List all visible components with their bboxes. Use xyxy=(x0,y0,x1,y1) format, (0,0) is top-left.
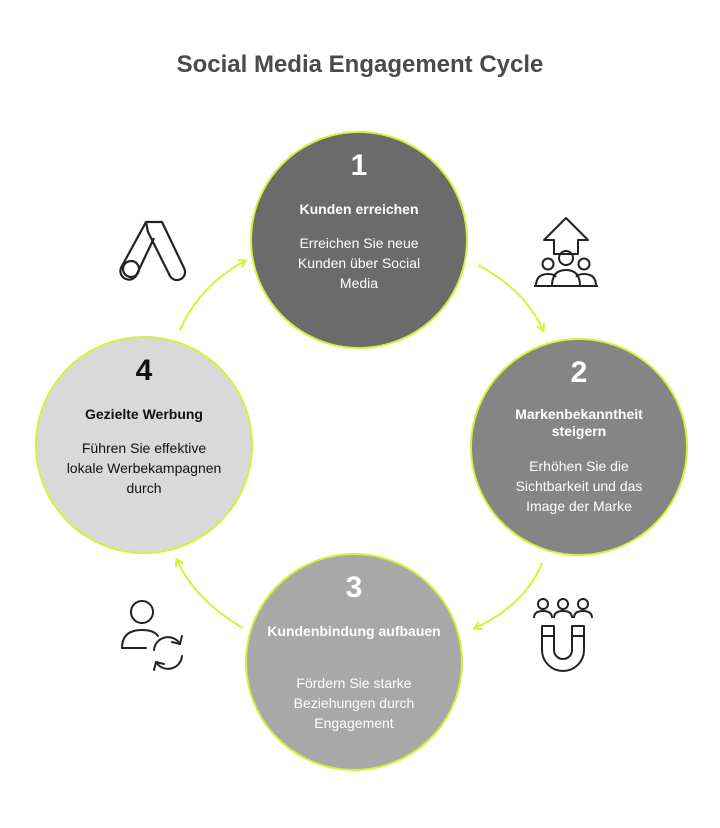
user-sync-icon xyxy=(121,600,183,671)
cycle-node-4: 4 Gezielte Werbung Führen Sie effektive … xyxy=(35,336,253,554)
node-heading: Kundenbindung aufbauen xyxy=(267,623,441,639)
arrow-2-to-3 xyxy=(475,562,543,628)
ads-logo-icon xyxy=(119,220,187,282)
diagram-title: Social Media Engagement Cycle xyxy=(176,51,544,78)
node-number: 3 xyxy=(345,571,363,604)
arrow-1-to-2 xyxy=(477,264,543,330)
arrow-4-to-1 xyxy=(179,261,245,331)
node-number: 4 xyxy=(135,354,153,387)
node-heading: Gezielte Werbung xyxy=(85,406,203,422)
cycle-node-2: 2 Markenbekanntheit steigern Erhöhen Sie… xyxy=(470,338,688,556)
magnet-people-icon xyxy=(533,598,593,672)
growth-people-icon xyxy=(534,217,598,287)
arrow-3-to-4 xyxy=(177,560,244,629)
node-heading: Kunden erreichen xyxy=(299,201,419,217)
cycle-node-3: 3 Kundenbindung aufbauen Fördern Sie sta… xyxy=(245,553,463,771)
node-text: Fördern Sie starke Beziehungen durch Eng… xyxy=(293,675,415,731)
node-heading: Markenbekanntheit steigern xyxy=(515,406,643,439)
node-number: 2 xyxy=(570,356,588,389)
node-text: Führen Sie effektive lokale Werbekampagn… xyxy=(66,440,222,496)
node-text: Erreichen Sie neue Kunden über Social Me… xyxy=(297,235,421,291)
node-number: 1 xyxy=(350,149,368,182)
node-text: Erhöhen Sie die Sichtbarkeit und das Ima… xyxy=(515,458,643,514)
cycle-node-1: 1 Kunden erreichen Erreichen Sie neue Ku… xyxy=(250,131,468,349)
